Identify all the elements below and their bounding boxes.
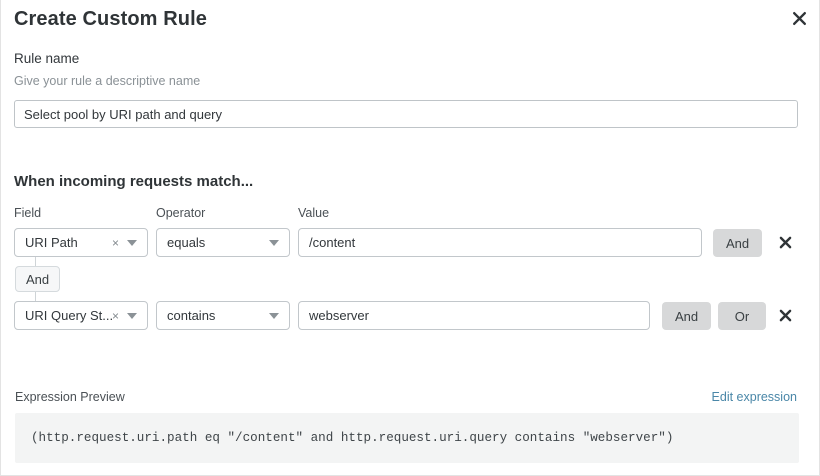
clear-icon[interactable]: × — [111, 308, 119, 323]
value-input-1[interactable] — [298, 228, 702, 257]
edit-expression-link[interactable]: Edit expression — [711, 390, 797, 404]
chevron-down-icon[interactable] — [127, 312, 137, 319]
value-input-2[interactable] — [298, 301, 650, 330]
field-select-2[interactable]: URI Query St... × — [14, 301, 148, 330]
close-icon[interactable] — [788, 7, 810, 29]
field-select-1-value: URI Path — [25, 235, 78, 250]
column-label-operator: Operator — [156, 206, 206, 220]
rule-row: URI Query St... × contains And Or — [1, 301, 820, 331]
operator-select-2[interactable]: contains — [156, 301, 290, 330]
operator-select-2-value: contains — [167, 308, 216, 323]
or-button-2[interactable]: Or — [718, 302, 766, 330]
delete-row-button-2[interactable] — [773, 303, 797, 327]
operator-select-1[interactable]: equals — [156, 228, 290, 257]
expression-preview-label: Expression Preview — [15, 390, 125, 404]
expression-preview-code: (http.request.uri.path eq "/content" and… — [15, 413, 799, 463]
chevron-down-icon[interactable] — [269, 312, 279, 319]
rule-name-help-text: Give your rule a descriptive name — [14, 74, 201, 88]
and-button-2[interactable]: And — [662, 302, 712, 330]
clear-icon[interactable]: × — [111, 235, 119, 250]
connector-line-bottom — [35, 292, 36, 302]
rule-name-input[interactable] — [14, 100, 798, 128]
connector-line-top — [35, 257, 36, 267]
chevron-down-icon[interactable] — [269, 239, 279, 246]
chevron-down-icon[interactable] — [127, 239, 137, 246]
delete-row-button-1[interactable] — [773, 230, 797, 254]
field-select-1[interactable]: URI Path × — [14, 228, 148, 257]
column-label-field: Field — [14, 206, 42, 220]
rule-name-label: Rule name — [14, 51, 80, 66]
rule-row: URI Path × equals And — [1, 228, 820, 258]
and-button-1[interactable]: And — [713, 229, 763, 257]
operator-select-1-value: equals — [167, 235, 206, 250]
field-select-2-value: URI Query St... — [25, 308, 112, 323]
row-conjunction-chip[interactable]: And — [15, 266, 61, 292]
page-title: Create Custom Rule — [14, 8, 207, 30]
column-label-value: Value — [298, 206, 330, 220]
match-section-heading: When incoming requests match... — [14, 173, 254, 190]
